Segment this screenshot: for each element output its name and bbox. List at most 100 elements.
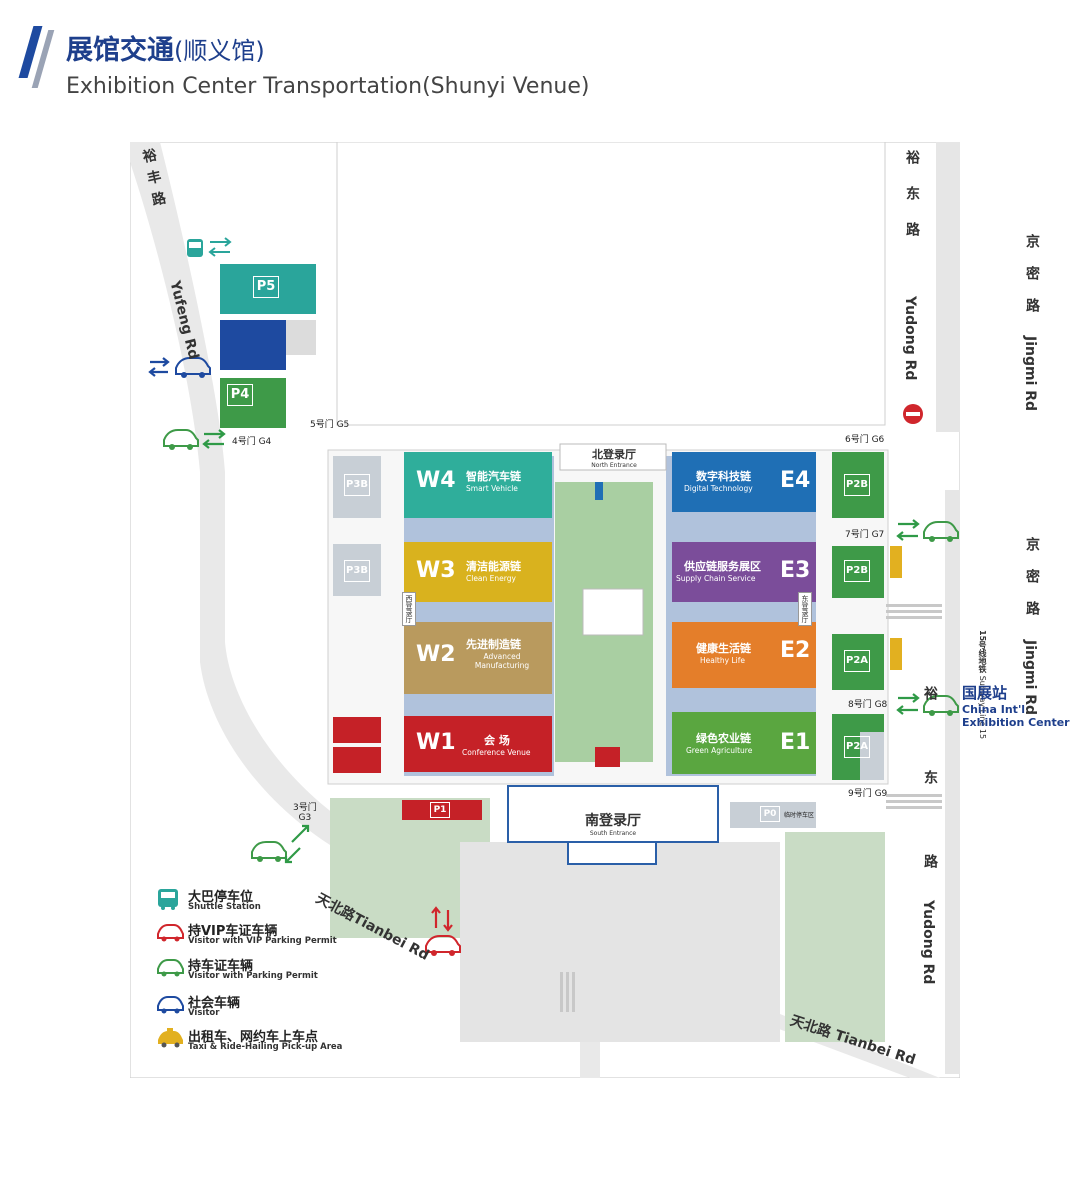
- hall-name-en: Digital Technology: [684, 484, 753, 493]
- parking-p0[interactable]: P0: [760, 806, 780, 822]
- east-entrance[interactable]: 东登录厅: [798, 592, 812, 626]
- grey-lot: [286, 320, 316, 355]
- north-entrance-cn: 北登录厅: [592, 448, 636, 461]
- hall-name-en: Advanced Manufacturing: [474, 652, 530, 670]
- north-blue-marker: [595, 482, 603, 500]
- parking-p2b-top[interactable]: P2B: [844, 474, 870, 496]
- parking-p3b-top[interactable]: P3B: [344, 474, 370, 496]
- permit-car-icon-g7: [923, 521, 959, 542]
- central-court: [582, 588, 644, 636]
- car-icon: [157, 996, 184, 1014]
- hall-w4[interactable]: W4 智能汽车链 Smart Vehicle: [404, 452, 552, 518]
- parking-p2a-top[interactable]: P2A: [844, 650, 870, 672]
- hall-name-en: Conference Venue: [462, 748, 531, 757]
- hall-name: 供应链服务展区: [684, 560, 761, 573]
- south-entrance-cn: 南登录厅: [585, 813, 641, 829]
- taxi-icon: [158, 1028, 183, 1048]
- hall-name-en: Clean Energy: [466, 574, 516, 583]
- hall-code: E4: [780, 468, 811, 493]
- road-jingmi-cn: 京密路: [1024, 234, 1040, 330]
- gate-g8[interactable]: 8号门 G8: [848, 700, 888, 710]
- hall-name: 健康生活链: [696, 642, 751, 655]
- gate-g9[interactable]: 9号门 G9: [848, 789, 888, 799]
- west-entrance[interactable]: 西登录厅: [402, 592, 416, 626]
- hall-name: 清洁能源链: [466, 560, 521, 573]
- no-entry-icon: [903, 404, 923, 424]
- permit-car-icon-g8: [923, 695, 959, 716]
- legend-label: 持VIP车证车辆: [188, 924, 278, 939]
- hall-e3[interactable]: E3 供应链服务展区 Supply Chain Service: [672, 542, 816, 602]
- legend-label-en: Shuttle Station: [188, 902, 261, 912]
- parking-p5[interactable]: P5: [253, 276, 279, 298]
- page-title-sub: (顺义馆): [174, 37, 265, 65]
- hall-name-en: Supply Chain Service: [676, 574, 756, 583]
- p1-lot: [402, 800, 482, 820]
- hall-w3[interactable]: W3 清洁能源链 Clean Energy: [404, 542, 552, 602]
- subway-station[interactable]: 国展站 China Int'l Exhibition Center: [962, 682, 1070, 729]
- car-icon: [157, 959, 184, 977]
- p5-lot: [220, 264, 316, 314]
- permit-car-icon-g4: [163, 429, 199, 450]
- east-strip-lower: [945, 490, 960, 1074]
- gate-g5[interactable]: 5号门 G5: [310, 420, 350, 430]
- road-yudong-cn-lower: 裕东路: [922, 686, 938, 938]
- page-title: 展馆交通(顺义馆): [66, 28, 265, 67]
- bus-shuttle-marker: [187, 239, 203, 257]
- north-block: [336, 142, 886, 426]
- subway-station-en-2: Exhibition Center: [962, 716, 1070, 729]
- parking-p2b[interactable]: P2B: [844, 560, 870, 582]
- parking-p1[interactable]: P1: [430, 802, 450, 818]
- parking-p3b[interactable]: P3B: [344, 560, 370, 582]
- subway-line-cn: 15号线地铁: [978, 630, 987, 674]
- legend-label: 出租车、网约车上车点: [188, 1030, 319, 1045]
- hall-code: E3: [780, 558, 811, 583]
- south-entrance[interactable]: 南登录厅 South Entrance: [510, 810, 716, 837]
- road-jingmi-en: Jingmi Rd: [1022, 336, 1038, 412]
- bus-icon: [158, 889, 178, 910]
- taxi-stop-g8: [890, 638, 902, 670]
- subway-station-en-1: China Int'l: [962, 703, 1026, 716]
- road-yudong-en-lower: Yudong Rd: [920, 900, 936, 985]
- legend-label-en: Visitor with VIP Parking Permit: [188, 936, 337, 946]
- hall-name: 智能汽车链: [466, 470, 521, 483]
- east-strip: [936, 142, 960, 432]
- legend-label-en: Visitor with Parking Permit: [188, 971, 318, 981]
- grey-area-s: [460, 842, 780, 1042]
- hall-code: W4: [416, 468, 456, 493]
- visitor-car-icon: [175, 357, 211, 378]
- hall-w2[interactable]: W2 先进制造链 Advanced Manufacturing: [404, 622, 552, 694]
- hall-name: 先进制造链: [466, 638, 521, 651]
- bus-arrows-icon: [208, 237, 232, 257]
- permit-car-icon-g3: [251, 841, 287, 862]
- navy-lot: [220, 320, 286, 370]
- hall-code: W3: [416, 558, 456, 583]
- page-title-main: 展馆交通: [66, 35, 174, 66]
- central-red-block: [595, 747, 620, 767]
- hall-e1[interactable]: E1 绿色农业链 Green Agriculture: [672, 712, 816, 774]
- south-entrance-building: [507, 785, 719, 843]
- gate-g4[interactable]: 4号门 G4: [232, 437, 272, 447]
- hall-name: 绿色农业链: [696, 732, 751, 745]
- legend-label-en: Visitor: [188, 1008, 220, 1018]
- hall-w1[interactable]: W1 会 场 Conference Venue: [404, 716, 552, 772]
- north-entrance[interactable]: 北登录厅 North Entrance: [562, 446, 666, 469]
- gate-g7[interactable]: 7号门 G7: [845, 530, 885, 540]
- south-entrance-en: South Entrance: [589, 830, 637, 837]
- legend-label-en: Taxi & Ride-Hailing Pick-up Area: [188, 1042, 343, 1052]
- hall-code: W1: [416, 730, 456, 755]
- gate-g3-line2: G3: [298, 813, 312, 823]
- hall-code: E1: [780, 730, 811, 755]
- yufeng-road: [130, 142, 600, 1078]
- gate-g3[interactable]: 3号门 G3: [293, 800, 317, 823]
- hall-code: E2: [780, 638, 811, 663]
- road-yudong-cn: 裕东路: [904, 150, 920, 258]
- hall-name-en: Healthy Life: [700, 656, 745, 665]
- hall-e2[interactable]: E2 健康生活链 Healthy Life: [672, 622, 816, 688]
- parking-p2a[interactable]: P2A: [844, 736, 870, 758]
- subway-line-label: 15号线地铁 Subway Line 15: [978, 630, 987, 739]
- hall-e4[interactable]: E4 数字科技链 Digital Technology: [672, 452, 816, 512]
- legend-label: 持车证车辆: [188, 959, 254, 974]
- parking-p4[interactable]: P4: [227, 384, 253, 406]
- page-subtitle: Exhibition Center Transportation(Shunyi …: [66, 74, 590, 99]
- gate-g6[interactable]: 6号门 G6: [845, 435, 885, 445]
